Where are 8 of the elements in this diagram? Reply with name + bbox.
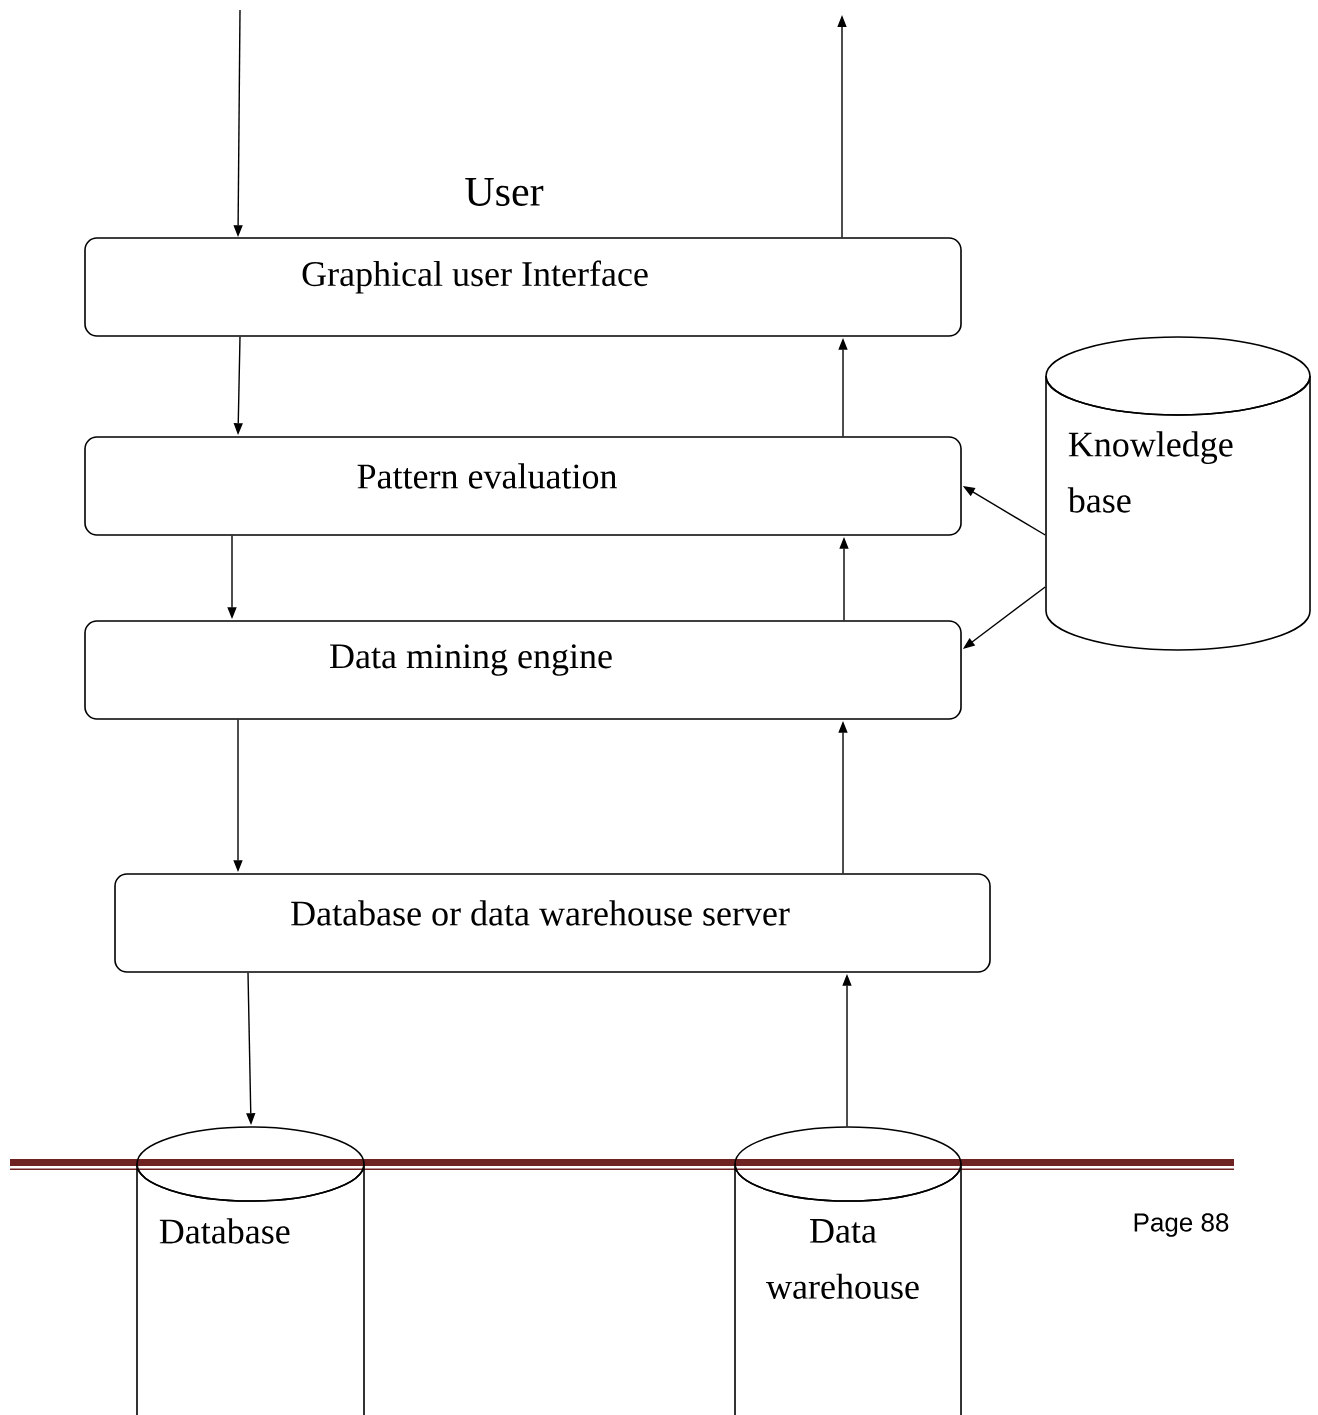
cylinder: Data warehouse xyxy=(734,1126,962,1415)
cylinder: Database xyxy=(136,1126,365,1415)
process-box: Pattern evaluation xyxy=(84,436,962,536)
page-number: Page 88 xyxy=(1134,1213,1229,1237)
process-box: Graphical user Interface xyxy=(84,237,962,337)
cylinder: Knowledge base xyxy=(1045,336,1311,651)
process-box: Data mining engine xyxy=(84,620,962,720)
process-box: Database or data warehouse server xyxy=(114,873,991,973)
